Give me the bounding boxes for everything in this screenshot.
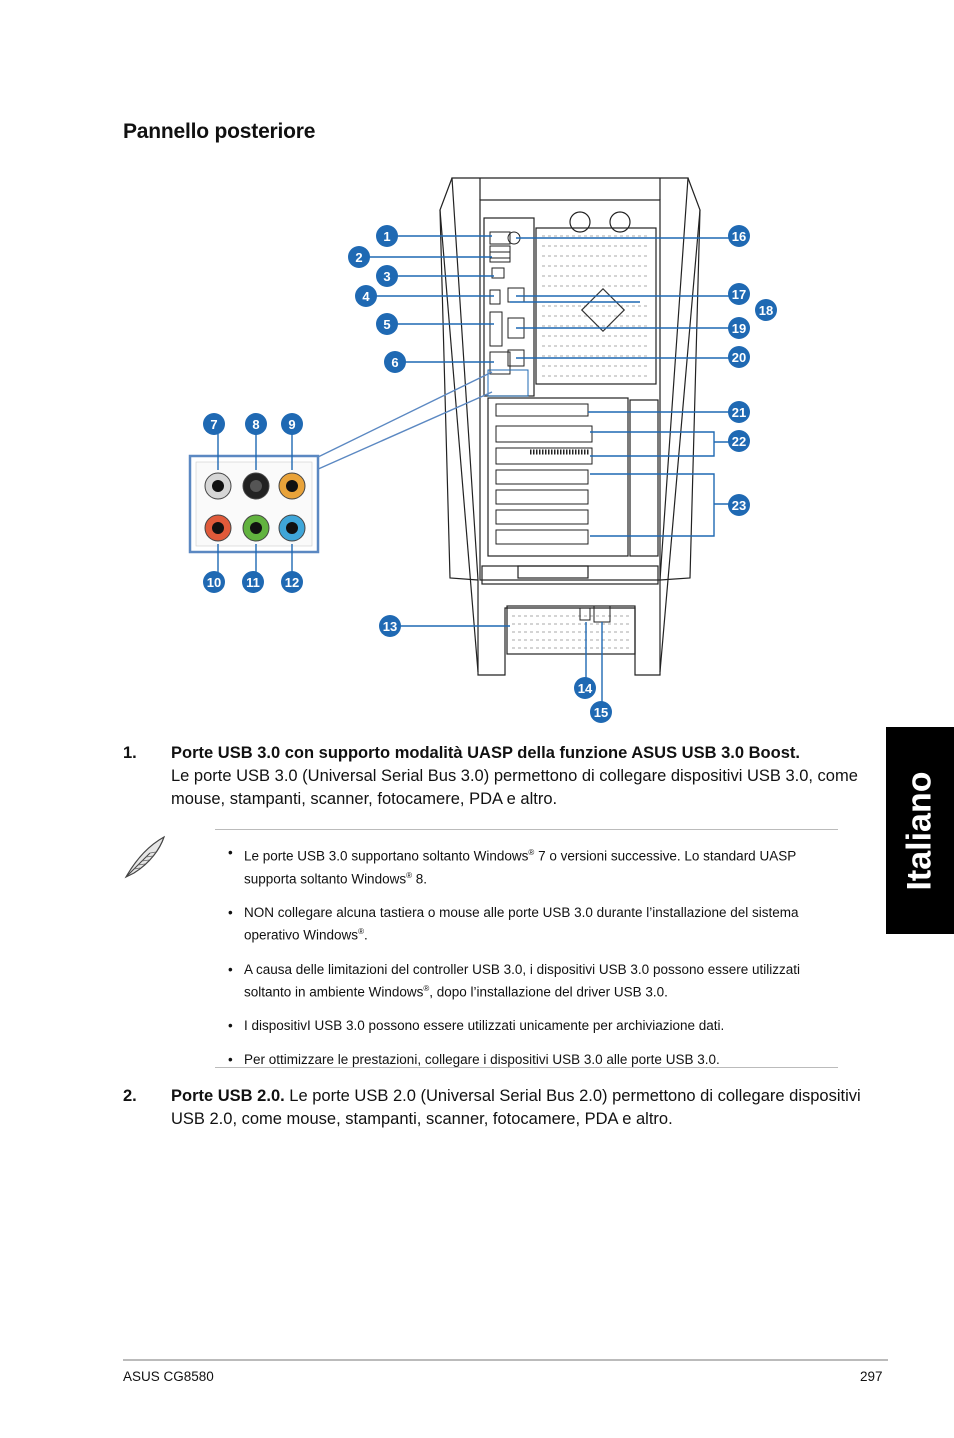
callout-13: 13 (379, 615, 401, 637)
audio-jack-orange-icon (278, 472, 306, 500)
svg-text:13: 13 (383, 619, 397, 634)
svg-text:20: 20 (732, 350, 746, 365)
audio-jack-black-icon (242, 472, 270, 500)
rear-panel-diagram: 1 2 3 4 5 6 7 8 9 10 11 12 13 14 15 16 1… (188, 177, 777, 723)
callout-4: 4 (355, 285, 377, 307)
callout-11: 11 (242, 571, 264, 593)
callout-6: 6 (384, 351, 406, 373)
svg-text:2: 2 (355, 250, 362, 265)
note-item: NON collegare alcuna tastiera o mouse al… (228, 903, 828, 945)
svg-text:10: 10 (207, 575, 221, 590)
callout-2: 2 (348, 246, 370, 268)
callout-18: 18 (755, 299, 777, 321)
feather-pen-icon (124, 835, 166, 879)
svg-text:3: 3 (383, 269, 390, 284)
item-bold-title: USB 3.0 con supporto modalità UASP della… (217, 744, 800, 762)
svg-text:8: 8 (252, 417, 259, 432)
note-item: Per ottimizzare le prestazioni, collegar… (228, 1050, 828, 1069)
svg-text:21: 21 (732, 405, 746, 420)
computer-case-outline (439, 177, 701, 676)
callout-3: 3 (376, 265, 398, 287)
note-list: Le porte USB 3.0 supportano soltanto Win… (228, 843, 828, 1084)
psu (512, 605, 630, 649)
svg-text:17: 17 (732, 287, 746, 302)
footer-divider (123, 1359, 888, 1361)
section-title: Pannello posteriore (123, 120, 316, 143)
note-item: Le porte USB 3.0 supportano soltanto Win… (228, 843, 828, 888)
item-bold-title: Porte USB 2.0. (171, 1087, 285, 1105)
svg-text:15: 15 (594, 705, 608, 720)
svg-text:9: 9 (288, 417, 295, 432)
item-number: 2. (123, 1087, 137, 1105)
item-body: Porte USB 2.0. Le porte USB 2.0 (Univers… (171, 1085, 881, 1131)
callout-16: 16 (728, 225, 750, 247)
svg-text:6: 6 (391, 355, 398, 370)
fan-grille (542, 235, 650, 377)
callout-5: 5 (376, 313, 398, 335)
svg-text:14: 14 (578, 681, 593, 696)
language-side-tab: Italiano (886, 727, 954, 934)
expansion-slots (495, 403, 593, 545)
svg-text:5: 5 (383, 317, 390, 332)
io-ports (487, 231, 529, 397)
svg-text:7: 7 (210, 417, 217, 432)
callout-1: 1 (376, 225, 398, 247)
item-description: Le porte USB 2.0 (Universal Serial Bus 2… (171, 1087, 861, 1128)
svg-text:23: 23 (732, 498, 746, 513)
audio-ports-inset (188, 371, 493, 554)
svg-text:1: 1 (383, 229, 390, 244)
item-lead: Porte (171, 744, 214, 762)
audio-jack-blue-icon (278, 514, 306, 542)
callout-leaders (217, 235, 736, 712)
callout-19: 19 (728, 317, 750, 339)
callout-15: 15 (590, 701, 612, 723)
note-item: I dispositivI USB 3.0 possono essere uti… (228, 1016, 828, 1035)
callout-17: 17 (728, 283, 750, 305)
page-number: 297 (860, 1369, 883, 1384)
item-body: Porte USB 3.0 con supporto modalità UASP… (171, 742, 881, 811)
audio-jack-green-icon (242, 514, 270, 542)
svg-text:4: 4 (362, 289, 370, 304)
callouts: 1 2 3 4 5 6 7 8 9 10 11 12 13 14 15 16 1… (203, 225, 777, 723)
svg-text:11: 11 (246, 575, 260, 590)
callout-23: 23 (728, 494, 750, 516)
svg-text:18: 18 (759, 303, 773, 318)
callout-7: 7 (203, 413, 225, 435)
callout-10: 10 (203, 571, 225, 593)
language-side-tab-label: Italiano (900, 770, 939, 891)
audio-jack-pink-icon (204, 514, 232, 542)
footer-product: ASUS CG8580 (123, 1369, 214, 1384)
callout-9: 9 (281, 413, 303, 435)
svg-text:19: 19 (732, 321, 746, 336)
callout-8: 8 (245, 413, 267, 435)
svg-text:22: 22 (732, 434, 746, 449)
svg-text:16: 16 (732, 229, 746, 244)
note-item: A causa delle limitazioni del controller… (228, 960, 828, 1002)
callout-21: 21 (728, 401, 750, 423)
audio-jack-grey-icon (204, 472, 232, 500)
item-description: Le porte USB 3.0 (Universal Serial Bus 3… (171, 767, 858, 808)
svg-text:12: 12 (285, 575, 299, 590)
callout-20: 20 (728, 346, 750, 368)
callout-22: 22 (728, 430, 750, 452)
item-number: 1. (123, 744, 137, 762)
callout-14: 14 (574, 677, 596, 699)
callout-12: 12 (281, 571, 303, 593)
